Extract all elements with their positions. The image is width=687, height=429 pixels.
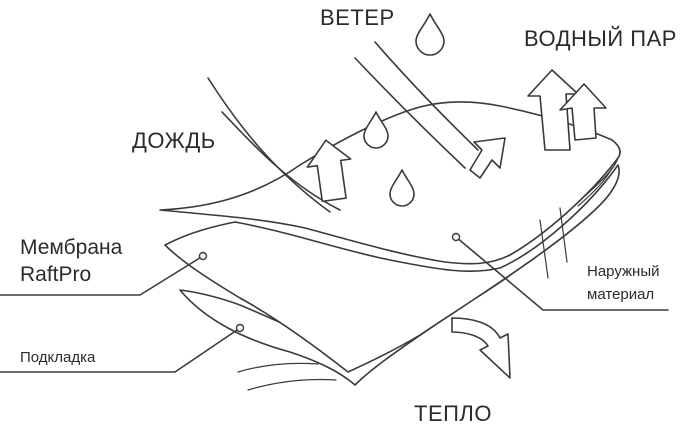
heat-label: ТЕПЛО <box>414 401 492 426</box>
water-drop-icon <box>389 169 415 207</box>
membrane-label-line1: Мембрана <box>20 236 123 259</box>
lining-label: Подкладка <box>20 349 96 366</box>
outer-material-callout <box>451 232 669 311</box>
wind-label: ВЕТЕР <box>320 5 395 30</box>
rain-label: ДОЖДЬ <box>132 128 216 153</box>
up-arrow-icon <box>527 69 579 151</box>
up-arrow-icon <box>306 139 352 203</box>
outer-material-label-line2: материал <box>587 286 654 303</box>
membrane-callout <box>0 251 208 296</box>
water-vapor-label: ВОДНЫЙ ПАР <box>524 26 677 51</box>
curved-arrow-icon <box>451 317 511 379</box>
water-drop-icon <box>363 111 389 149</box>
up-arrow-icon <box>469 137 506 179</box>
lining-callout <box>0 323 245 373</box>
membrane-layer <box>164 164 620 373</box>
water-drop-icon <box>415 13 445 56</box>
outer-material-label-line1: Наружный <box>587 263 660 280</box>
up-arrow-icon <box>559 83 607 141</box>
membrane-label-line2: RaftPro <box>20 263 91 286</box>
